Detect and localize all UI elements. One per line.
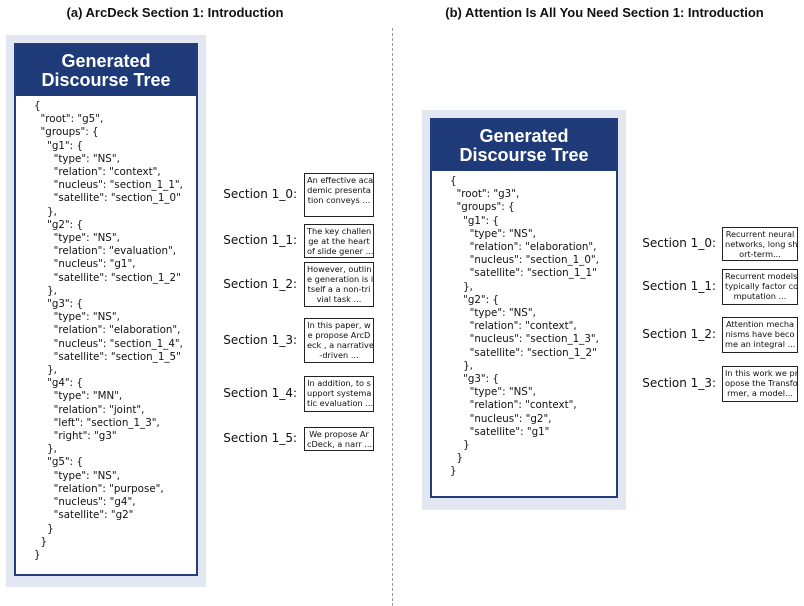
snippet-line: We propose Ar <box>309 429 369 439</box>
snippet-line: e propose ArcD <box>307 330 371 340</box>
snippet-line: e generation is i <box>307 274 374 284</box>
panel-arcdeck: (a) ArcDeck Section 1: Introduction Gene… <box>0 0 400 606</box>
section-label: Section 1_3: <box>642 376 716 390</box>
panel-divider <box>392 28 393 606</box>
snippet-line: vial task ... <box>316 294 362 304</box>
snippet-line: upport systema <box>307 388 372 398</box>
snippet-line: tself a a non-tri <box>307 284 371 294</box>
discourse-tree-json: { "root": "g3", "groups": { "g1": { "typ… <box>450 175 599 478</box>
snippet-line: In this paper, w <box>307 320 371 330</box>
snippet-line: typically factor co <box>725 281 798 291</box>
snippet-line: opose the Transfo <box>725 378 798 388</box>
snippet-line: The key challen <box>307 226 372 236</box>
snippet-line: ge at the heart <box>308 236 370 246</box>
discourse-tree-card: Generated Discourse Tree { "root": "g5",… <box>14 43 198 576</box>
section-label: Section 1_4: <box>223 386 297 400</box>
snippet-line: me an integral ... <box>725 339 796 349</box>
panel-a-title: (a) ArcDeck Section 1: Introduction <box>66 5 284 20</box>
discourse-tree-json: { "root": "g5", "groups": { "g1": { "typ… <box>34 100 183 561</box>
panel-attention: (b) Attention Is All You Need Section 1:… <box>405 0 804 606</box>
snippet-line: rmer, a model... <box>727 388 793 398</box>
section-label: Section 1_0: <box>223 187 297 201</box>
snippet-line: Attention mecha <box>725 319 795 329</box>
snippet-line: In addition, to s <box>307 378 371 388</box>
snippet-line: However, outlin <box>307 264 372 274</box>
card-title-line1: Generated <box>61 51 151 71</box>
section-label: Section 1_5: <box>223 431 297 445</box>
snippet-line: An effective aca <box>307 175 374 185</box>
discourse-tree-card: Generated Discourse Tree { "root": "g3",… <box>430 118 618 498</box>
card-header: Generated Discourse Tree <box>16 45 196 96</box>
snippet-line: demic presenta <box>307 185 371 195</box>
section-label: Section 1_3: <box>223 332 297 347</box>
section-label: Section 1_1: <box>642 279 716 293</box>
card-title-line2: Discourse Tree <box>459 145 589 165</box>
snippet-line: mputation ... <box>733 291 787 301</box>
snippet-line: of slide gener ... <box>307 246 374 256</box>
snippet-line: tion conveys ... <box>307 195 371 205</box>
section-label: Section 1_2: <box>642 327 716 341</box>
snippet-line: Recurrent neural <box>725 229 795 239</box>
snippet-line: -driven ... <box>319 350 359 360</box>
snippet-line: cDeck, a narr ... <box>307 439 373 449</box>
snippet-line: In this work we pr <box>725 368 798 378</box>
snippet-line: Recurrent models <box>725 271 798 281</box>
snippet-line: ort-term... <box>739 249 781 259</box>
section-label: Section 1_0: <box>642 236 716 250</box>
section-label: Section 1_2: <box>223 276 297 291</box>
card-title-line1: Generated <box>479 126 569 146</box>
card-header: Generated Discourse Tree <box>432 120 616 171</box>
snippet-line: tic evaluation ... <box>307 398 374 408</box>
snippet-line: nisms have beco <box>725 329 795 339</box>
snippet-line: eck , a narrative <box>307 340 374 350</box>
snippet-line: networks, long sh <box>725 239 798 249</box>
panel-b-title: (b) Attention Is All You Need Section 1:… <box>445 5 764 20</box>
section-label: Section 1_1: <box>223 233 297 247</box>
card-title-line2: Discourse Tree <box>41 70 171 90</box>
